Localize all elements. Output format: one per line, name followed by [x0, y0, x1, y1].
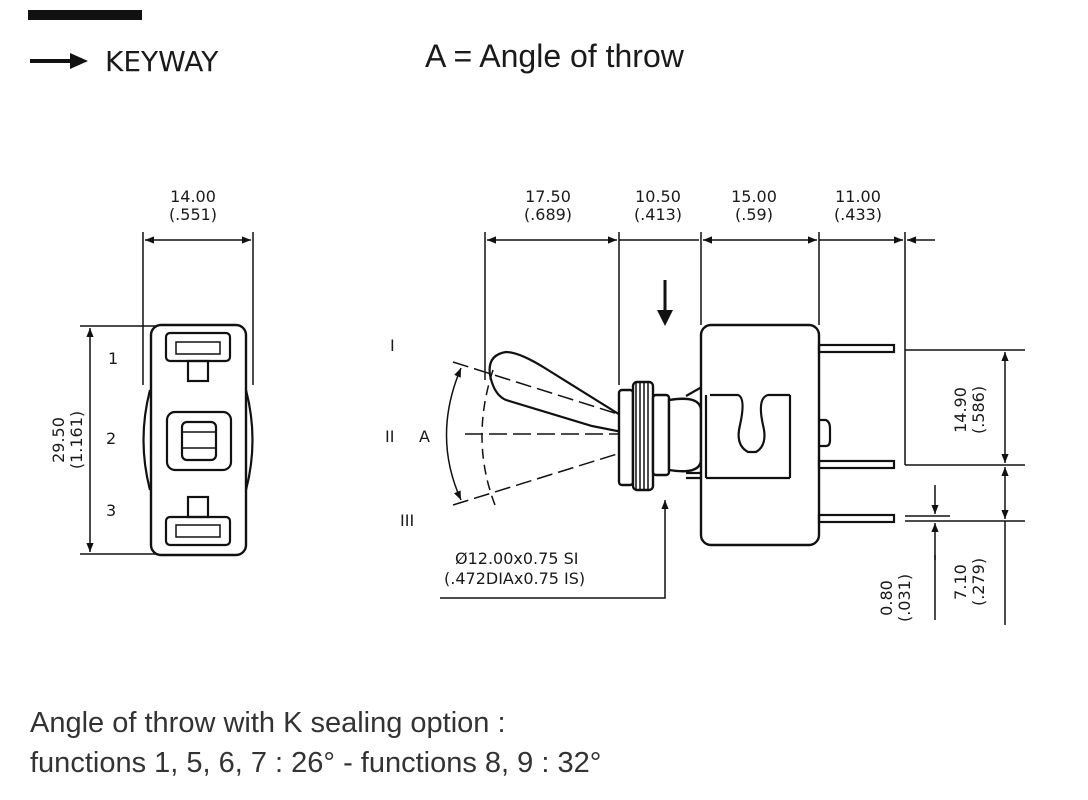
dim-3-in: (.59)	[735, 205, 773, 224]
dim-2-in: (.413)	[634, 205, 682, 224]
front-width-mm: 14.00	[170, 187, 216, 206]
dim-1-in: (.689)	[524, 205, 572, 224]
front-terminal-1	[164, 331, 232, 383]
thread-leader-line	[440, 500, 669, 599]
note-line-2: functions 1, 5, 6, 7 : 26° - functions 8…	[30, 747, 601, 779]
keyway-arrow-icon	[30, 53, 88, 69]
pin-thickness-in: (.031)	[895, 574, 914, 622]
dim-3-mm: 15.00	[731, 187, 777, 206]
front-height-in: (1.161)	[67, 411, 86, 469]
position-1-label: I	[390, 336, 395, 355]
pin-spacing-mm: 14.90	[951, 387, 970, 433]
terminal-pins	[817, 343, 896, 524]
thread-spec-mm: Ø12.00x0.75 SI	[455, 549, 578, 568]
keyway-label: KEYWAY	[105, 45, 219, 78]
pin-offset-mm: 7.10	[951, 564, 970, 600]
front-lever	[165, 410, 233, 472]
position-2-label: II	[385, 427, 394, 446]
pin-offset-in: (.279)	[969, 558, 988, 606]
angle-a-label: A	[419, 427, 430, 446]
angle-arc	[445, 367, 462, 501]
front-height-mm: 29.50	[49, 417, 68, 463]
dim-2-mm: 10.50	[635, 187, 681, 206]
dim-1-mm: 17.50	[525, 187, 571, 206]
keyway-down-arrow-icon	[657, 280, 673, 326]
dim-4-mm: 11.00	[835, 187, 881, 206]
front-width-in: (.551)	[169, 205, 217, 224]
note-line-1: Angle of throw with K sealing option :	[30, 707, 506, 739]
toggle-lever	[488, 350, 627, 434]
thread-spec-in: (.472DIAx0.75 IS)	[444, 569, 585, 588]
front-housing	[149, 323, 248, 557]
terminal-1-label: 1	[108, 349, 118, 368]
position-3-label: III	[400, 511, 414, 530]
pin-thickness-mm: 0.80	[877, 580, 896, 616]
front-view: 14.00 (.551) 29.50 (1.161)	[49, 187, 254, 557]
terminal-3-label: 3	[106, 501, 116, 520]
pin-spacing-in: (.586)	[969, 386, 988, 434]
legend-bar	[28, 10, 142, 20]
side-view: 17.50 (.689) 10.50 (.413) 15.00 (.59) 11…	[385, 187, 1025, 625]
terminal-2-label: 2	[106, 429, 116, 448]
front-terminal-3	[164, 495, 232, 547]
angle-definition: A = Angle of throw	[425, 38, 685, 74]
side-housing	[699, 323, 821, 547]
dim-4-in: (.433)	[834, 205, 882, 224]
bushing-nut	[617, 380, 703, 492]
